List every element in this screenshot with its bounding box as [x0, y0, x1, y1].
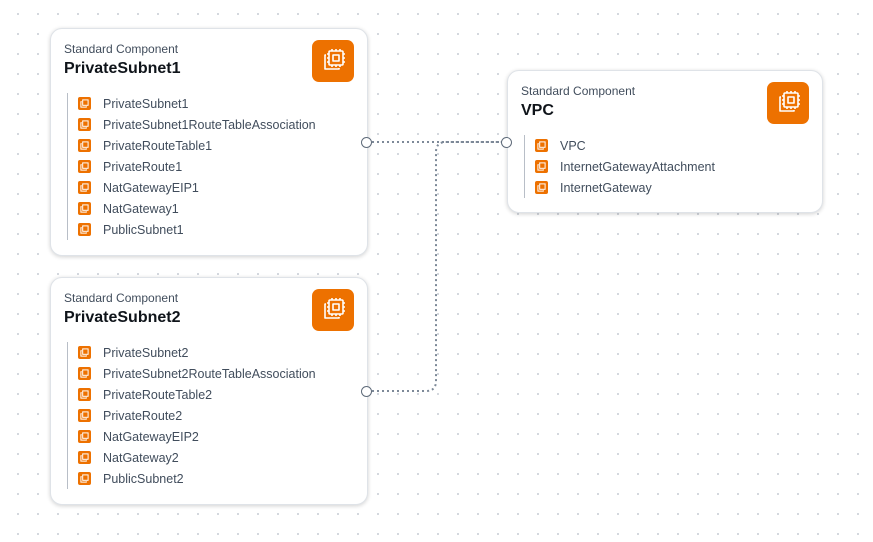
resource-label: InternetGatewayAttachment	[560, 159, 715, 174]
card-type-label: Standard Component	[64, 42, 179, 56]
resource-icon	[78, 181, 91, 194]
resource-icon	[78, 472, 91, 485]
ec2-component-icon	[312, 40, 354, 82]
resource-label: PrivateSubnet1	[103, 96, 189, 111]
ec2-component-icon	[767, 82, 809, 124]
resource-label: PrivateSubnet1RouteTableAssociation	[103, 117, 316, 132]
input-port-vpc[interactable]	[501, 137, 512, 148]
resource-icon	[78, 160, 91, 173]
resource-icon	[78, 409, 91, 422]
resource-label: PrivateRouteTable2	[103, 387, 213, 402]
resource-item[interactable]: PrivateRoute1	[78, 156, 316, 177]
resource-item[interactable]: NatGateway2	[78, 447, 316, 468]
resource-item[interactable]: NatGateway1	[78, 198, 316, 219]
output-port-privatesubnet2[interactable]	[361, 386, 372, 397]
card-title: PrivateSubnet2	[64, 309, 181, 326]
resource-icon	[78, 223, 91, 236]
resource-item[interactable]: PrivateSubnet2RouteTableAssociation	[78, 363, 316, 384]
resource-item[interactable]: PublicSubnet1	[78, 219, 316, 240]
output-port-privatesubnet1[interactable]	[361, 137, 372, 148]
resource-icon	[535, 160, 548, 173]
component-card-vpc[interactable]: Standard Component VPC VPC InternetGatewa…	[507, 70, 823, 213]
resource-item[interactable]: PrivateRouteTable2	[78, 384, 316, 405]
resource-label: NatGateway2	[103, 450, 179, 465]
resource-item[interactable]: InternetGateway	[535, 177, 715, 198]
card-type-label: Standard Component	[521, 84, 636, 98]
resource-label: NatGateway1	[103, 201, 179, 216]
resource-item[interactable]: VPC	[535, 135, 715, 156]
resource-label: NatGatewayEIP2	[103, 429, 199, 444]
resource-label: PublicSubnet1	[103, 222, 184, 237]
resource-icon	[78, 430, 91, 443]
resource-icon	[535, 139, 548, 152]
resource-label: PrivateRouteTable1	[103, 138, 213, 153]
resource-label: PrivateRoute2	[103, 408, 183, 423]
resource-label: PrivateSubnet2RouteTableAssociation	[103, 366, 316, 381]
resource-item[interactable]: PrivateSubnet2	[78, 342, 316, 363]
resource-icon	[78, 388, 91, 401]
card-title: VPC	[521, 102, 554, 119]
resource-icon	[78, 118, 91, 131]
resource-item[interactable]: NatGatewayEIP2	[78, 426, 316, 447]
card-type-label: Standard Component	[64, 291, 179, 305]
card-title: PrivateSubnet1	[64, 60, 181, 77]
resource-icon	[78, 451, 91, 464]
resource-icon	[78, 202, 91, 215]
resource-label: PublicSubnet2	[103, 471, 184, 486]
resource-item[interactable]: InternetGatewayAttachment	[535, 156, 715, 177]
resource-item[interactable]: PrivateSubnet1	[78, 93, 316, 114]
component-card-privatesubnet1[interactable]: Standard Component PrivateSubnet1 Privat…	[50, 28, 368, 256]
resource-item[interactable]: PrivateSubnet1RouteTableAssociation	[78, 114, 316, 135]
resource-icon	[78, 139, 91, 152]
resource-icon	[535, 181, 548, 194]
resource-label: PrivateRoute1	[103, 159, 183, 174]
resource-icon	[78, 97, 91, 110]
resource-label: PrivateSubnet2	[103, 345, 189, 360]
resource-item[interactable]: NatGatewayEIP1	[78, 177, 316, 198]
resource-item[interactable]: PrivateRouteTable1	[78, 135, 316, 156]
resource-label: NatGatewayEIP1	[103, 180, 199, 195]
connection-privatesubnet2-vpc[interactable]	[372, 141, 502, 392]
resource-item[interactable]: PublicSubnet2	[78, 468, 316, 489]
ec2-component-icon	[312, 289, 354, 331]
resource-icon	[78, 367, 91, 380]
resource-icon	[78, 346, 91, 359]
resource-item[interactable]: PrivateRoute2	[78, 405, 316, 426]
resource-label: VPC	[560, 138, 586, 153]
resource-label: InternetGateway	[560, 180, 652, 195]
component-card-privatesubnet2[interactable]: Standard Component PrivateSubnet2 Privat…	[50, 277, 368, 505]
